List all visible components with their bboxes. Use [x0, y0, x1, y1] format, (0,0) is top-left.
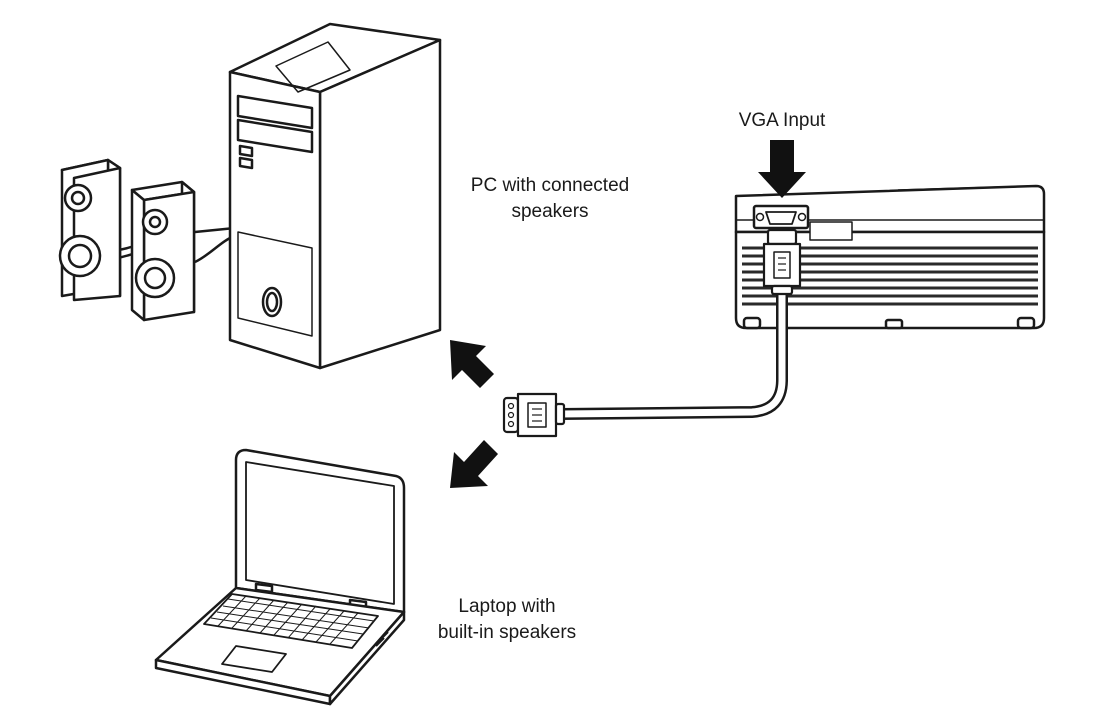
laptop-icon	[154, 448, 406, 706]
desktop-tower-icon	[228, 22, 442, 370]
pc-label-line2: speakers	[511, 201, 589, 222]
speaker-pair-icon	[58, 158, 236, 322]
pc-label-line1: PC with connected	[470, 175, 630, 196]
laptop-label-line2: built-in speakers	[437, 622, 577, 643]
vga-plug-icon	[502, 392, 566, 438]
vga-cable	[559, 292, 788, 420]
laptop-label-line1: Laptop with	[458, 596, 556, 617]
arrow-up-left-icon	[450, 340, 494, 388]
arrow-down-icon	[758, 140, 806, 198]
vga-plug-projector	[762, 228, 802, 296]
vga-input-label: VGA Input	[738, 110, 826, 131]
arrow-down-left-icon	[450, 440, 498, 488]
